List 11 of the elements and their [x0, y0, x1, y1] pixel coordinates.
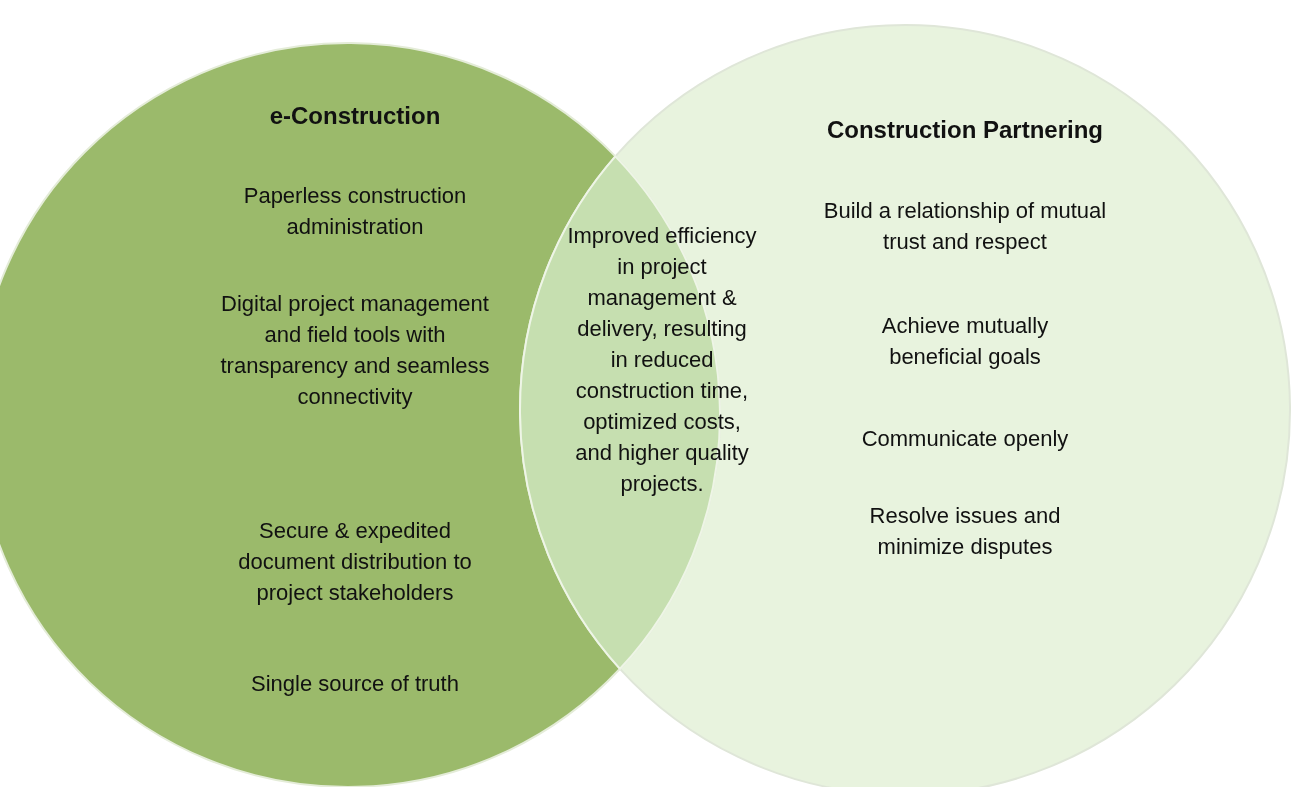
- feature-text: Achieve mutually beneficial goals: [880, 312, 1050, 371]
- overlap-text: Improved efficiency in project management & delivery, resulting in reduced construction time, optimized costs, and higher quality projects.: [567, 222, 757, 498]
- circle-heading: Construction Partnering: [825, 115, 1104, 145]
- feature-text: Digital project management and field tools with transparency and seamless connectivity: [219, 290, 491, 411]
- feature-text: Build a relationship of mutual trust and respect: [822, 197, 1108, 256]
- feature-text: Secure & expedited document distribution to project stakeholders: [237, 517, 473, 607]
- feature-text: Communicate openly: [860, 425, 1070, 453]
- feature-text: Resolve issues and minimize disputes: [868, 502, 1062, 561]
- feature-text: Paperless construction administration: [242, 182, 468, 241]
- feature-text: Single source of truth: [250, 670, 460, 698]
- circle-heading: e-Construction: [268, 101, 442, 131]
